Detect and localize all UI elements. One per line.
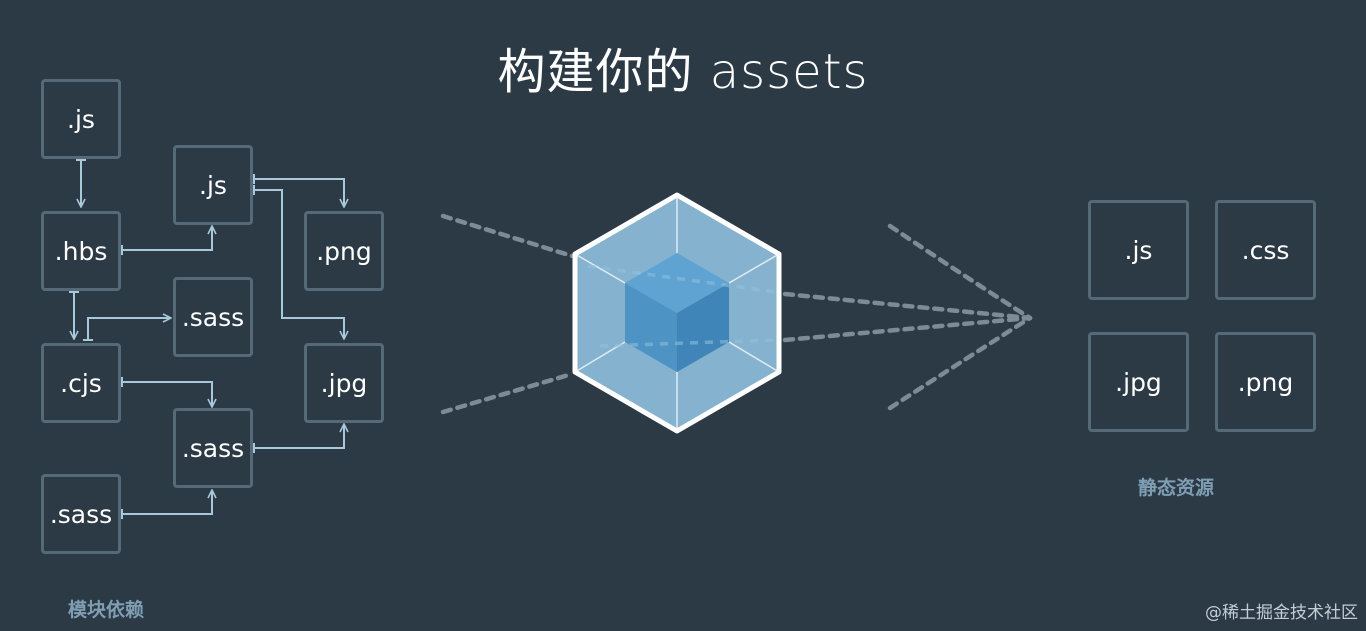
modules-caption: 模块依赖 <box>68 599 145 621</box>
arrow-sass-to-sass <box>122 491 212 515</box>
module-png: .png <box>304 211 384 291</box>
arrow-js-to-jpg <box>254 189 344 338</box>
dependency-arrows <box>74 160 344 515</box>
watermark: @稀土掘金技术社区 <box>1205 603 1358 623</box>
flow-through-cube <box>587 264 777 348</box>
arrow-hbs-to-js <box>122 227 212 251</box>
output-css: .css <box>1215 200 1316 300</box>
flow-out-2 <box>782 315 1033 343</box>
module-sass-top: .sass <box>173 277 253 357</box>
flow-lines <box>440 213 1033 415</box>
module-jpg: .jpg <box>304 343 384 423</box>
flow-in-top <box>440 213 575 259</box>
output-jpg: .jpg <box>1088 332 1189 432</box>
output-png: .png <box>1215 332 1316 432</box>
module-sass-middle: .sass <box>173 408 253 488</box>
module-hbs: .hbs <box>41 211 121 291</box>
flow-in-bottom <box>440 371 575 415</box>
outputs-caption: 静态资源 <box>1138 477 1215 499</box>
flow-out-1 <box>782 291 1033 321</box>
webpack-cube-icon <box>572 192 782 434</box>
arrow-sass-to-jpg <box>254 425 344 449</box>
flow-out-bottom-curve <box>887 315 1033 411</box>
arrow-cjs-to-sass-2 <box>122 381 212 406</box>
arrow-js-to-png <box>254 178 344 206</box>
module-js: .js <box>41 79 121 159</box>
page-title: 构建你的 assets <box>497 44 869 100</box>
module-js-2: .js <box>173 145 253 225</box>
arrow-cjs-to-sass <box>87 318 170 340</box>
module-sass-bottom: .sass <box>41 474 121 554</box>
arrow-tails <box>69 159 255 519</box>
output-js: .js <box>1088 200 1189 300</box>
module-cjs: .cjs <box>41 343 121 423</box>
flow-out-top-curve <box>887 223 1033 321</box>
